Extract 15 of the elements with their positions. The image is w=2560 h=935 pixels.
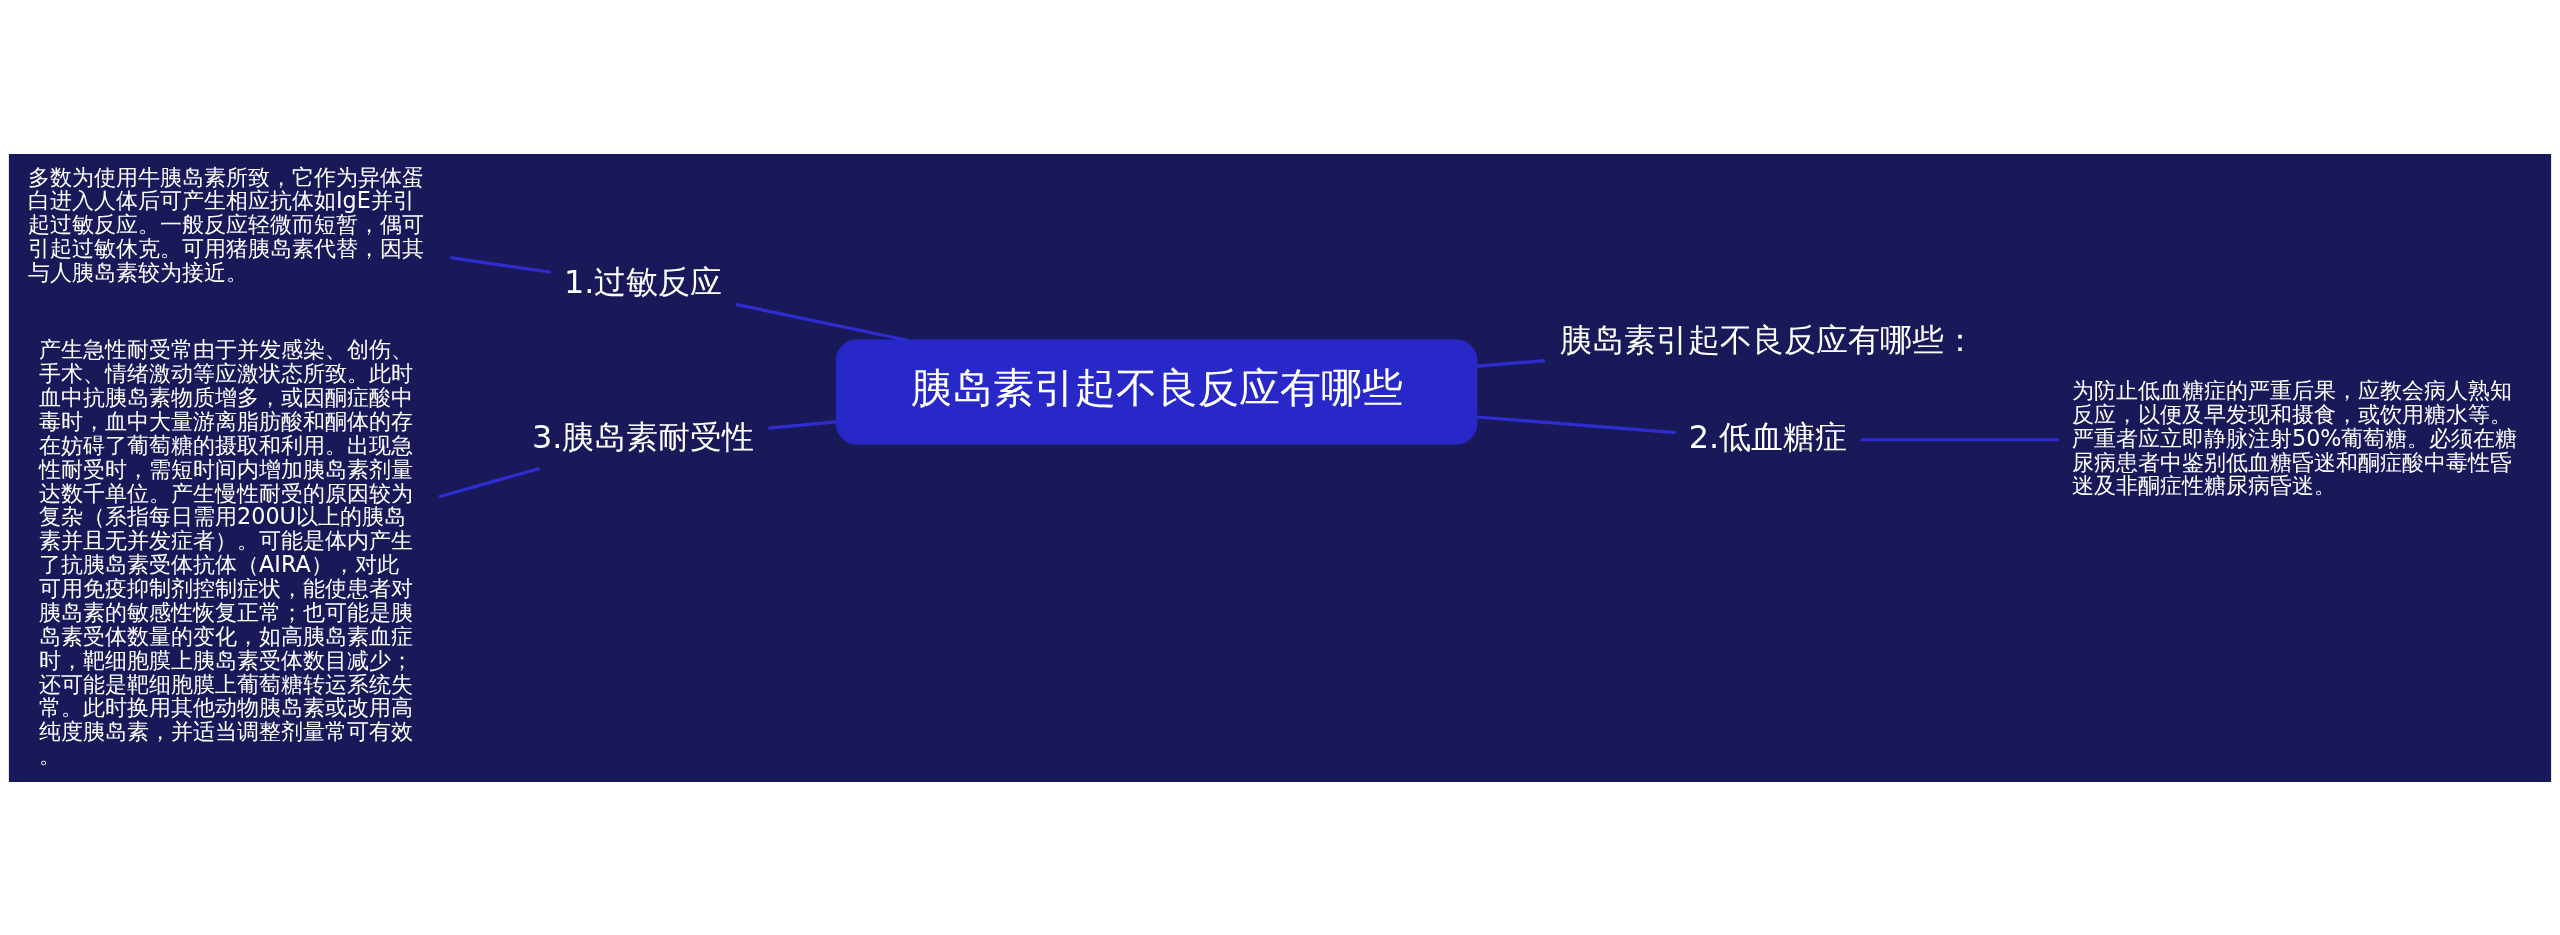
node-box: 胰岛素引起不良反应有哪些 (835, 338, 1478, 444)
node-text: 2.低血糖症 (1688, 417, 1848, 456)
connector (768, 419, 837, 430)
node-text: 为防止低血糖症的严重后果，应教会病人熟知反应，以便及早发现和摄食，或饮用糖水等。严重者应立即静脉注射50%葡萄糖。必须在糖尿病患者中鉴别低血糖昏迷和酮症酸中毒性昏迷及非酮症性糖尿病昏迷。 (2071, 376, 2518, 498)
connector (1476, 414, 1676, 434)
node-text: 胰岛素引起不良反应有哪些： (1559, 320, 1976, 359)
connector (735, 302, 908, 342)
node-text: 多数为使用牛胰岛素所致，它作为异体蛋白进入人体后可产生相应抗体如IgE并引起过敏反应。一般反应轻微而短暂，偶可引起过敏休克。可用猪胰岛素代替，因其与人胰岛素较为接近。 (27, 163, 424, 285)
connector (450, 255, 552, 274)
node-text: 产生急性耐受常由于并发感染、创伤、手术、情绪激动等应激状态所致。此时血中抗胰岛素物质增多，或因酮症酸中毒时，血中大量游离脂肪酸和酮体的存在妨碍了葡萄糖的摄取和利用。出现急性耐受时，需短时间内增加胰岛素剂量达数千单位。产生慢性耐受的原因较为复杂（系指每日需用200U以上的胰岛素并且无并发症者）。可能是体内产生了抗胰岛素受体抗体（AIRA），对此可用免疫抑制剂控制症状，能使患者对胰岛素的敏感性恢复正常；也可能是胰岛素受体数量的变化，如高胰岛素血症时，靶细胞膜上胰岛素受体数目减少；还可能是靶细胞膜上葡萄糖转运系统失常。此时换用其他动物胰岛素或改用高纯度胰岛素，并适当调整剂量常可有效。 (39, 335, 414, 768)
connector (438, 466, 540, 498)
connector (1860, 437, 2060, 441)
node-text: 3.胰岛素耐受性 (532, 417, 755, 456)
connector (1476, 358, 1546, 368)
node-text: 1.过敏反应 (564, 262, 723, 301)
